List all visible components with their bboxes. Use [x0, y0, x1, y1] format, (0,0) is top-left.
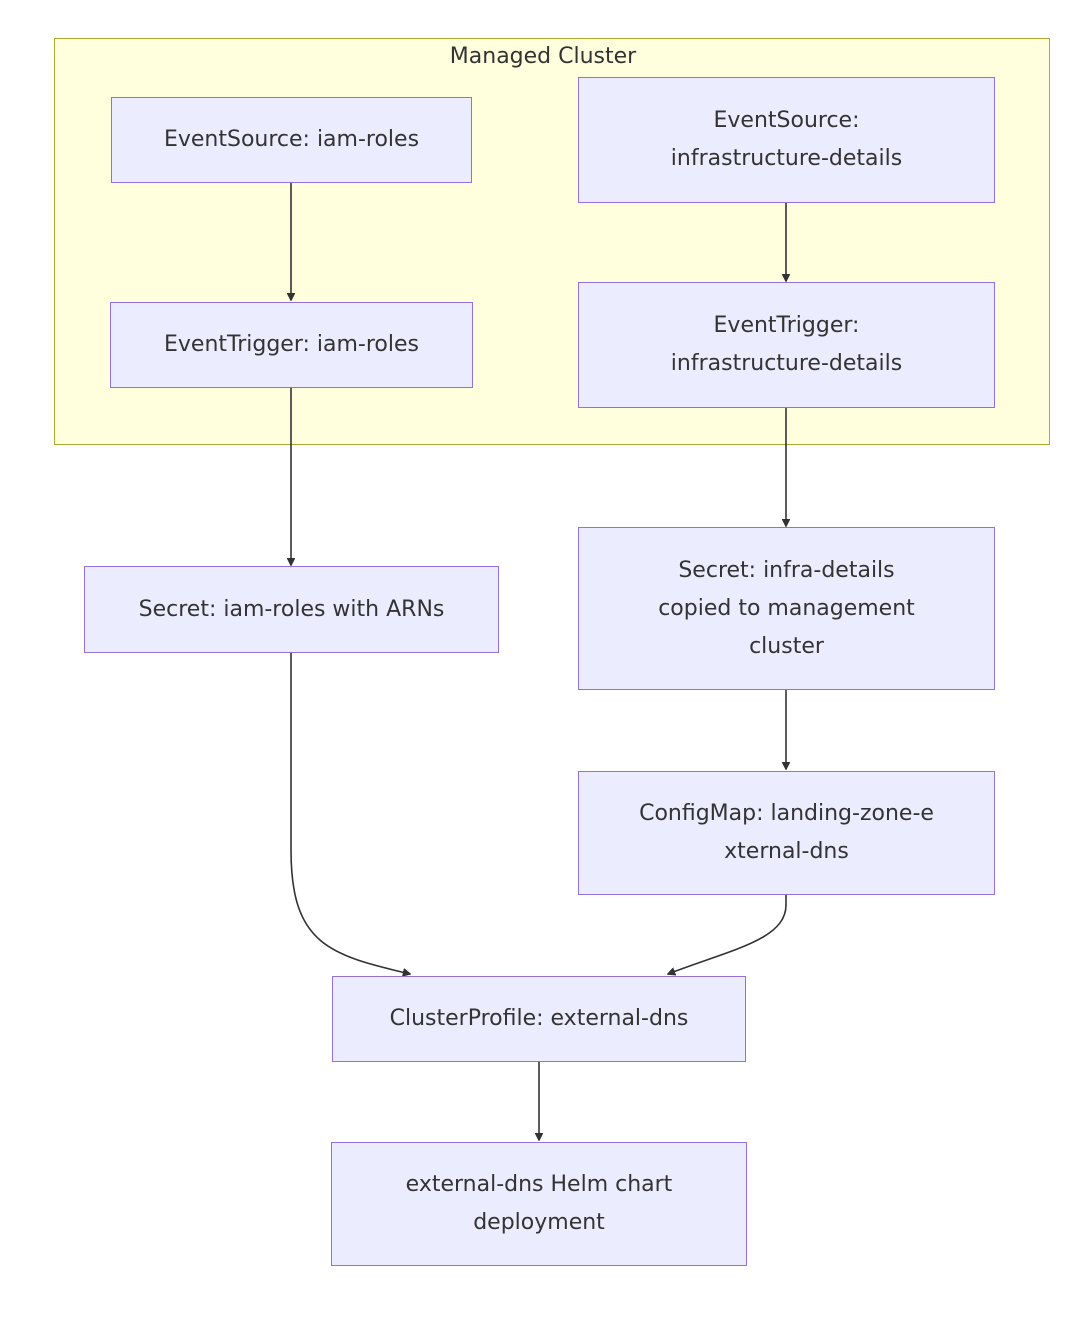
- eventsource-iam-roles-label: EventSource: iam-roles: [163, 127, 420, 152]
- eventsource-iam-roles-node[interactable]: EventSource: iam-roles: [111, 97, 472, 183]
- clusterprofile-external-dns-label: ClusterProfile: external-dns: [389, 1006, 689, 1031]
- eventtrigger-iam-roles-node[interactable]: EventTrigger: iam-roles: [110, 302, 473, 388]
- helm-chart-deployment-node[interactable]: external-dns Helm chart deployment: [331, 1142, 747, 1266]
- clusterprofile-external-dns-node[interactable]: ClusterProfile: external-dns: [332, 976, 746, 1062]
- helm-chart-deployment-label: external-dns Helm chart deployment: [405, 1172, 673, 1235]
- managed-cluster-label: Managed Cluster: [449, 44, 637, 69]
- eventsource-infrastructure-details-label: EventSource: infrastructure-details: [670, 108, 903, 171]
- secret-iam-roles-node[interactable]: Secret: iam-roles with ARNs: [84, 566, 499, 653]
- secret-iam-roles-label: Secret: iam-roles with ARNs: [138, 596, 445, 622]
- configmap-landing-zone-label: ConfigMap: landing-zone-external-dns: [639, 801, 934, 864]
- configmap-landing-zone-node[interactable]: ConfigMap: landing-zone-external-dns: [578, 771, 995, 895]
- edge-configmap-to-clusterprofile: [668, 895, 787, 974]
- eventtrigger-infrastructure-details-label: EventTrigger: infrastructure-details: [670, 313, 903, 376]
- eventsource-infrastructure-details-node[interactable]: EventSource: infrastructure-details: [578, 77, 995, 203]
- eventtrigger-infrastructure-details-node[interactable]: EventTrigger: infrastructure-details: [578, 282, 995, 408]
- secret-infra-details-node[interactable]: Secret: infra-details copied to manageme…: [578, 527, 995, 690]
- eventtrigger-iam-roles-label: EventTrigger: iam-roles: [163, 332, 419, 357]
- edge-secret-iam-to-clusterprofile: [290, 653, 410, 974]
- secret-infra-details-label: Secret: infra-details copied to manageme…: [658, 557, 915, 659]
